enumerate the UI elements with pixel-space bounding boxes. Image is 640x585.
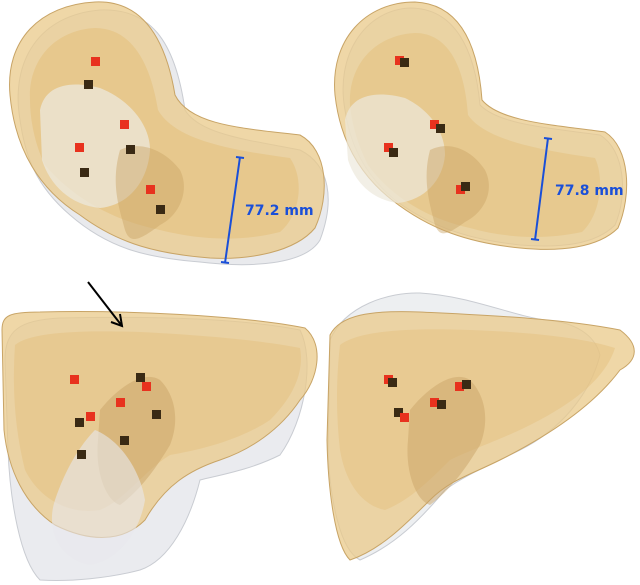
red-marker <box>116 398 125 407</box>
dark-marker <box>77 450 86 459</box>
dark-marker <box>156 205 165 214</box>
red-marker <box>70 375 79 384</box>
dark-marker <box>400 58 409 67</box>
dark-marker <box>437 400 446 409</box>
red-marker <box>400 413 409 422</box>
dark-marker <box>126 145 135 154</box>
panel-bottom-right <box>326 292 635 561</box>
measurement-label: 77.2 mm <box>245 203 314 219</box>
measurement-bar <box>530 137 553 241</box>
red-marker <box>456 185 465 194</box>
red-marker <box>430 398 439 407</box>
red-marker <box>146 185 155 194</box>
dark-marker <box>136 373 145 382</box>
dark-marker <box>388 378 397 387</box>
red-marker <box>91 57 100 66</box>
panel-bottom-left <box>1 281 318 582</box>
dark-marker <box>120 436 129 445</box>
dark-marker <box>389 148 398 157</box>
red-marker <box>395 56 404 65</box>
dark-marker <box>84 80 93 89</box>
panel-top-right: 77.8 mm <box>334 1 628 250</box>
panel-top-left: 77.2 mm <box>9 1 329 266</box>
red-marker <box>120 120 129 129</box>
internal-structure <box>407 376 486 505</box>
dark-marker <box>152 410 161 419</box>
dark-marker <box>394 408 403 417</box>
dark-marker <box>75 418 84 427</box>
red-marker <box>455 382 464 391</box>
dark-marker <box>462 380 471 389</box>
dark-marker <box>436 124 445 133</box>
red-marker <box>384 143 393 152</box>
red-marker <box>75 143 84 152</box>
inner-lobe-light <box>40 84 150 208</box>
red-marker <box>430 120 439 129</box>
red-marker <box>86 412 95 421</box>
dark-marker <box>461 182 470 191</box>
lower-lobe-ghost <box>51 430 145 565</box>
arrow <box>87 281 124 328</box>
measurement-bar <box>220 156 245 264</box>
red-marker <box>142 382 151 391</box>
measurement-label: 77.8 mm <box>555 183 624 199</box>
dark-marker <box>80 168 89 177</box>
